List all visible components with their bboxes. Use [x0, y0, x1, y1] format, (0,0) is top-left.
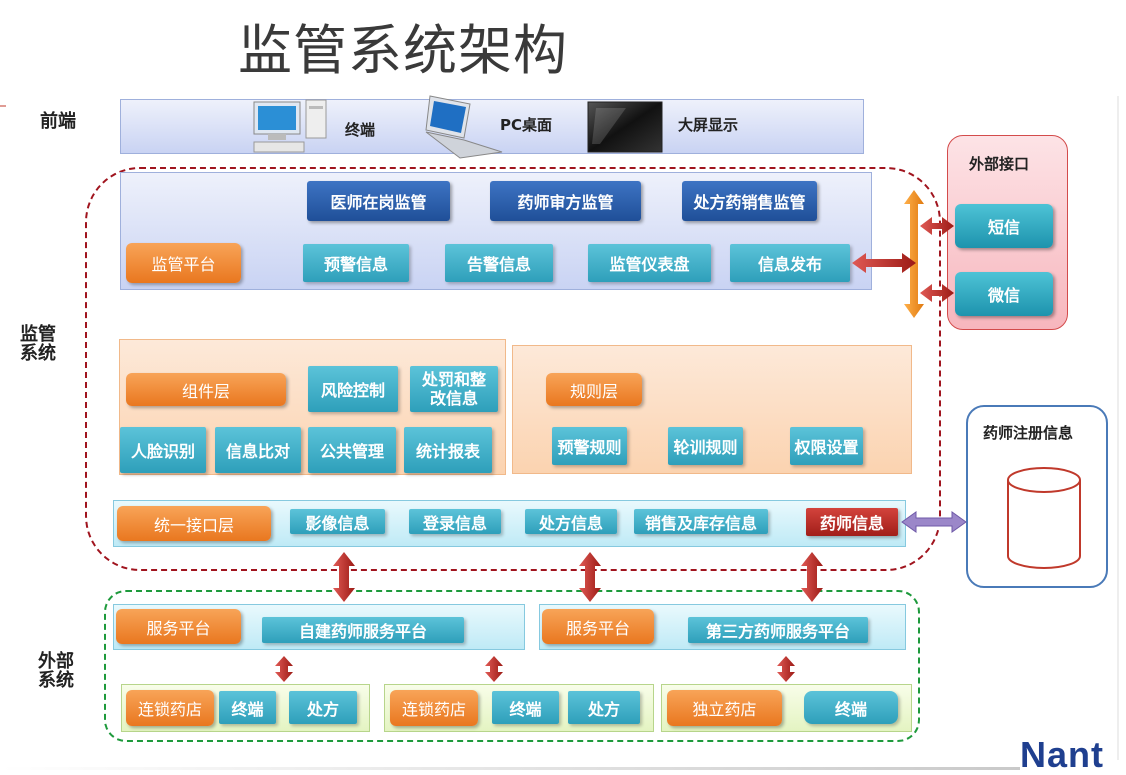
platform-to-store-arrow-1 — [275, 656, 293, 682]
frontend-band — [120, 99, 864, 154]
chain-store-label-1: 连锁药店 — [126, 690, 214, 726]
external-interface-title: 外部接口 — [969, 155, 1030, 173]
login-info-button[interactable]: 登录信息 — [409, 509, 501, 534]
pharmacist-review-button[interactable]: 药师审方监管 — [490, 181, 641, 221]
store1-terminal-button[interactable]: 终端 — [219, 691, 276, 724]
component-layer-label: 组件层 — [126, 373, 286, 406]
sms-connector-arrow — [920, 217, 954, 235]
publish-connector-arrow — [852, 253, 916, 273]
registry-connector-arrow — [901, 511, 967, 533]
alarm-info-button[interactable]: 告警信息 — [445, 244, 553, 282]
supervision-system-region — [85, 167, 941, 571]
public-management-button[interactable]: 公共管理 — [308, 427, 396, 473]
permission-setting-button[interactable]: 权限设置 — [790, 427, 863, 465]
prescription-info-button[interactable]: 处方信息 — [525, 509, 617, 534]
big-screen-label: 大屏显示 — [678, 116, 739, 134]
third-party-platform-button[interactable]: 第三方药师服务平台 — [688, 617, 868, 643]
sales-inventory-button[interactable]: 销售及库存信息 — [634, 509, 768, 534]
doctor-on-duty-button[interactable]: 医师在岗监管 — [307, 181, 450, 221]
sms-button[interactable]: 短信 — [955, 204, 1053, 248]
store1-prescription-button[interactable]: 处方 — [289, 691, 357, 724]
wechat-connector-arrow — [920, 284, 954, 302]
warning-rule-button[interactable]: 预警规则 — [552, 427, 627, 465]
interface-layer-label: 统一接口层 — [117, 506, 271, 541]
store2-prescription-button[interactable]: 处方 — [568, 691, 640, 724]
pharmacist-registry-title: 药师注册信息 — [983, 424, 1074, 442]
database-icon — [1004, 464, 1084, 572]
interface-to-platform-arrow-2 — [579, 552, 601, 602]
statistics-report-button[interactable]: 统计报表 — [404, 427, 492, 473]
supervision-platform-label: 监管平台 — [126, 243, 241, 283]
rotation-rule-button[interactable]: 轮训规则 — [668, 427, 743, 465]
store3-terminal-button[interactable]: 终端 — [804, 691, 898, 724]
self-built-platform-button[interactable]: 自建药师服务平台 — [262, 617, 464, 643]
interface-to-platform-arrow-1 — [333, 552, 355, 602]
footer-rule — [0, 767, 1020, 770]
frontend-label: 前端 — [40, 111, 76, 132]
nant-logo: Nant — [1020, 734, 1104, 775]
page-title: 监管系统架构 — [238, 19, 568, 82]
interface-to-platform-arrow-3 — [801, 552, 823, 602]
service-platform-label-1: 服务平台 — [116, 609, 241, 644]
info-publish-button[interactable]: 信息发布 — [730, 244, 850, 282]
info-compare-button[interactable]: 信息比对 — [215, 427, 301, 473]
external-system-region — [104, 590, 920, 742]
dashboard-button[interactable]: 监管仪表盘 — [588, 244, 711, 282]
service-platform-label-2: 服务平台 — [542, 609, 654, 644]
platform-to-store-arrow-2 — [485, 656, 503, 682]
rule-layer-label: 规则层 — [546, 373, 642, 406]
orange-vertical-arrow — [904, 190, 924, 318]
image-info-button[interactable]: 影像信息 — [290, 509, 385, 534]
platform-to-store-arrow-3 — [777, 656, 795, 682]
pc-desktop-label: PC桌面 — [500, 116, 553, 134]
monitor-icon — [586, 100, 664, 156]
face-recognition-button[interactable]: 人脸识别 — [120, 427, 206, 473]
risk-control-button[interactable]: 风险控制 — [308, 366, 398, 412]
warning-info-button[interactable]: 预警信息 — [303, 244, 409, 282]
store2-terminal-button[interactable]: 终端 — [492, 691, 559, 724]
pharmacist-info-button[interactable]: 药师信息 — [806, 508, 898, 536]
chain-store-label-2: 连锁药店 — [390, 690, 478, 726]
supervision-system-label: 监管 系统 — [20, 324, 56, 364]
terminal-label: 终端 — [345, 121, 376, 139]
external-system-label: 外部 系统 — [38, 651, 74, 691]
desktop-computer-icon — [250, 98, 330, 156]
wechat-button[interactable]: 微信 — [955, 272, 1053, 316]
independent-store-label: 独立药店 — [667, 690, 782, 726]
rx-sales-button[interactable]: 处方药销售监管 — [682, 181, 817, 221]
laptop-icon — [424, 94, 504, 160]
penalty-info-button[interactable]: 处罚和整 改信息 — [410, 366, 498, 412]
